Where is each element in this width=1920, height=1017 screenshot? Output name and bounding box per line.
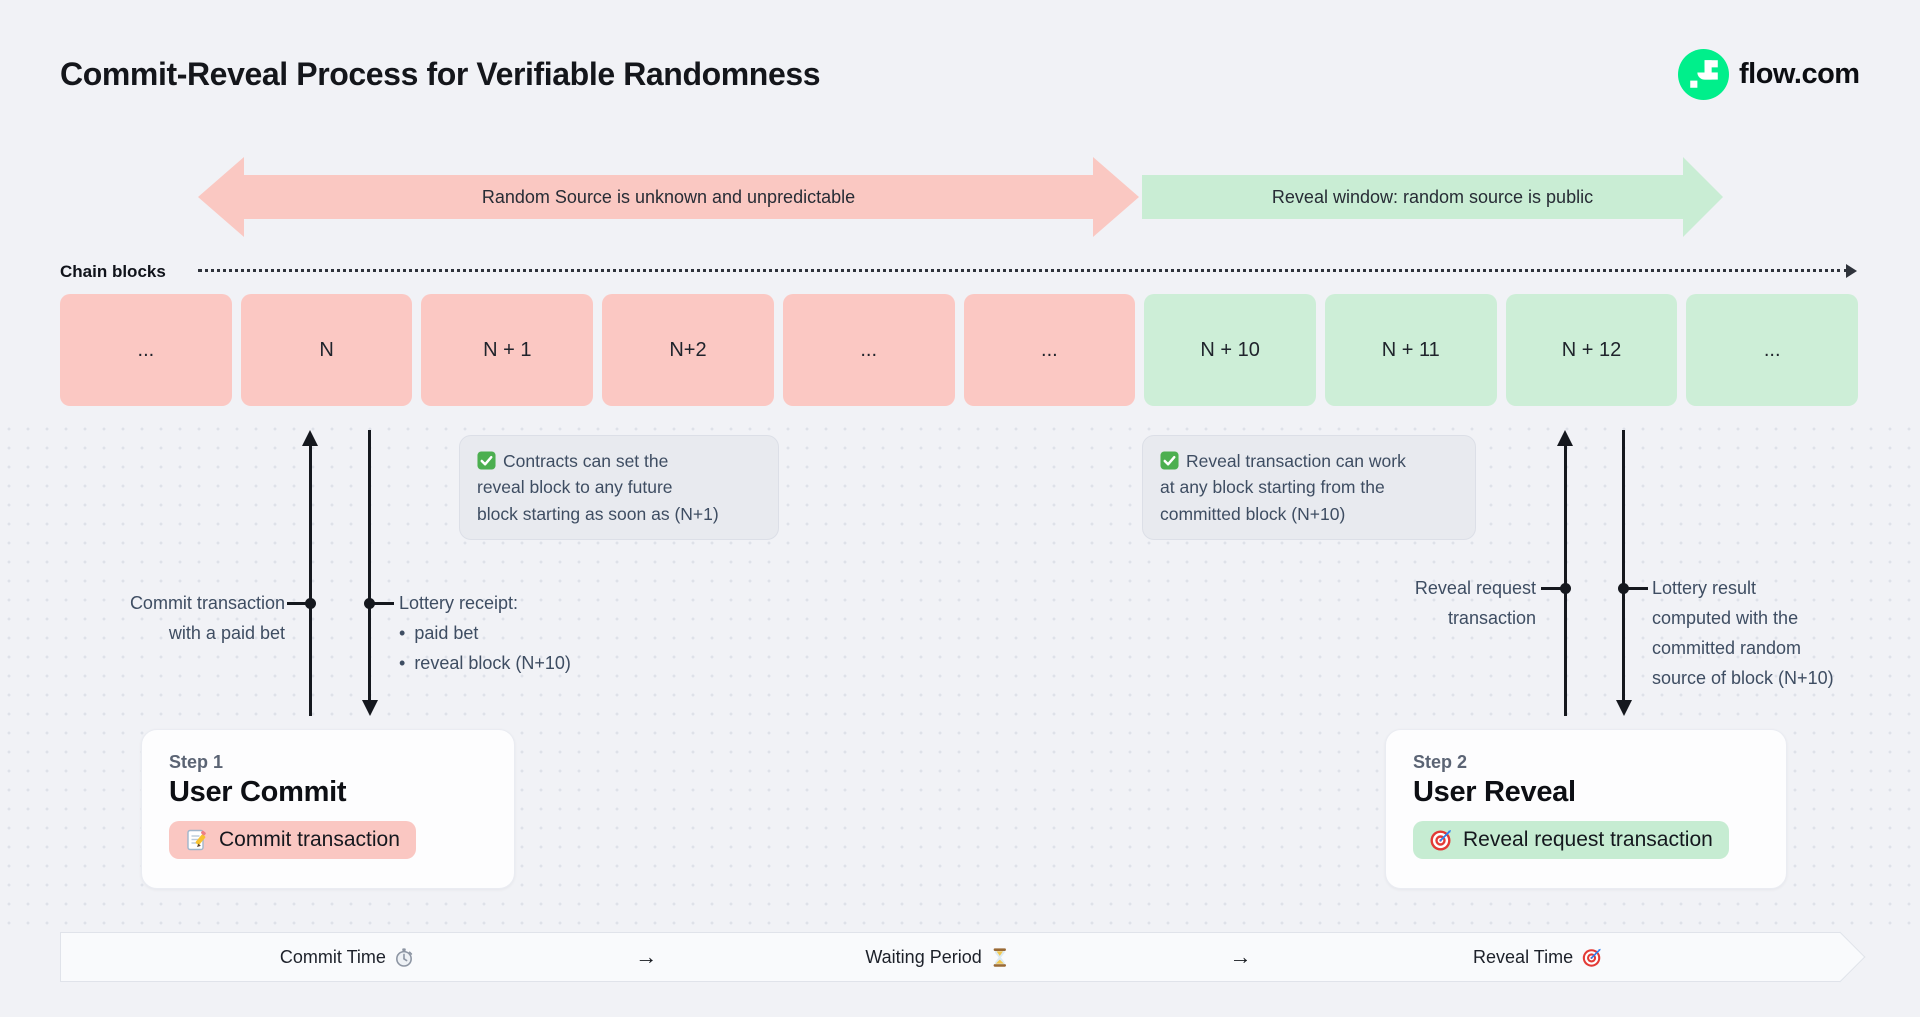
connector-line bbox=[1628, 586, 1648, 590]
chain-block: ... bbox=[60, 294, 232, 406]
step-title: User Reveal bbox=[1413, 776, 1576, 808]
brand-label: flow.com bbox=[1739, 57, 1860, 90]
reveal-down-arrowhead-icon bbox=[1615, 700, 1632, 716]
banner-unpredictable: Random Source is unknown and unpredictab… bbox=[198, 157, 1139, 237]
flow-logo-icon bbox=[1678, 48, 1729, 100]
reveal-transaction-pill: Reveal request transaction bbox=[1413, 821, 1729, 859]
chain-block: N bbox=[240, 294, 413, 406]
banner-unpredictable-label: Random Source is unknown and unpredictab… bbox=[481, 186, 856, 207]
step-eyebrow: Step 1 bbox=[169, 752, 224, 772]
chain-dotted-line bbox=[198, 269, 1848, 272]
connector-dot bbox=[1618, 582, 1629, 594]
chain-block: ... bbox=[963, 294, 1136, 406]
note-line: Reveal transaction can work bbox=[1186, 451, 1406, 471]
target-icon bbox=[1582, 948, 1601, 967]
chain-blocks-row: ... N N + 1 N+2 ... ... N + 10 N + 11 N … bbox=[60, 294, 1859, 406]
check-icon bbox=[477, 451, 496, 470]
memo-icon bbox=[187, 829, 206, 851]
chain-block: N + 1 bbox=[421, 294, 594, 406]
note-commit-window: Contracts can set the reveal block to an… bbox=[459, 435, 779, 540]
timeline-arrow-icon: → bbox=[635, 944, 658, 969]
chain-blocks-label: Chain blocks bbox=[60, 262, 166, 281]
commit-transaction-pill: Commit transaction bbox=[169, 821, 416, 859]
lottery-receipt-label: Lottery receipt: paid bet reveal block (… bbox=[399, 588, 629, 678]
step-eyebrow: Step 2 bbox=[1413, 752, 1468, 772]
commit-up-arrowhead-icon bbox=[302, 430, 318, 446]
banner-reveal-label: Reveal window: random source is public bbox=[1271, 186, 1594, 207]
timeline-bar: Commit Time → Waiting Period → Reveal Ti… bbox=[60, 932, 1840, 982]
connector-line bbox=[287, 601, 307, 605]
timeline-item-reveal-time: Reveal Time bbox=[1473, 933, 1602, 981]
chain-block: N + 11 bbox=[1324, 294, 1497, 406]
reveal-up-arrowhead-icon bbox=[1557, 430, 1573, 446]
step-title: User Commit bbox=[169, 776, 347, 808]
banner-reveal-window: Reveal window: random source is public bbox=[1142, 157, 1723, 237]
connector-line bbox=[374, 601, 394, 605]
chain-block: ... bbox=[782, 294, 955, 406]
stopwatch-icon bbox=[396, 947, 413, 967]
commit-down-arrow bbox=[368, 430, 371, 702]
lottery-result-label: Lottery result computed with the committ… bbox=[1652, 578, 1834, 688]
commit-down-arrowhead-icon bbox=[361, 700, 378, 716]
target-icon bbox=[1430, 830, 1451, 851]
connector-dot bbox=[364, 597, 375, 609]
chain-block: N + 10 bbox=[1144, 294, 1316, 406]
hourglass-icon bbox=[994, 947, 1007, 967]
chain-block: ... bbox=[1686, 294, 1859, 406]
connector-dot bbox=[1559, 582, 1571, 594]
bullet-item: paid bet bbox=[399, 618, 629, 648]
chain-arrow-icon bbox=[1846, 264, 1857, 278]
note-line: committed block (N+10) bbox=[1160, 503, 1346, 524]
note-line: block starting as soon as (N+1) bbox=[477, 503, 719, 524]
page-title: Commit-Reveal Process for Verifiable Ran… bbox=[60, 56, 821, 92]
connector-dot bbox=[304, 597, 316, 609]
timeline-arrow-icon: → bbox=[1229, 944, 1252, 969]
note-line: at any block starting from the bbox=[1160, 477, 1385, 498]
chain-block: N + 12 bbox=[1505, 294, 1678, 406]
chain-block: N+2 bbox=[602, 294, 774, 406]
note-line: Contracts can set the bbox=[503, 451, 669, 471]
check-icon bbox=[1160, 451, 1179, 470]
brand: flow.com bbox=[1678, 48, 1860, 100]
reveal-down-arrow bbox=[1622, 430, 1625, 702]
note-reveal-window: Reveal transaction can work at any block… bbox=[1142, 435, 1476, 540]
timeline-item-commit-time: Commit Time bbox=[280, 933, 415, 981]
commit-transaction-label: Commit transaction with a paid bet bbox=[129, 593, 285, 643]
bullet-item: reveal block (N+10) bbox=[399, 648, 629, 678]
timeline-item-waiting-period: Waiting Period bbox=[865, 933, 1010, 981]
step-card-commit: Step 1 User Commit Commit transaction bbox=[141, 729, 515, 889]
reveal-request-label: Reveal request transaction bbox=[1414, 578, 1536, 628]
commit-up-arrow bbox=[308, 444, 312, 716]
note-line: reveal block to any future bbox=[477, 477, 673, 498]
connector-line bbox=[1541, 586, 1561, 590]
step-card-reveal: Step 2 User Reveal Reveal request transa… bbox=[1385, 729, 1787, 889]
reveal-up-arrow bbox=[1563, 444, 1567, 716]
